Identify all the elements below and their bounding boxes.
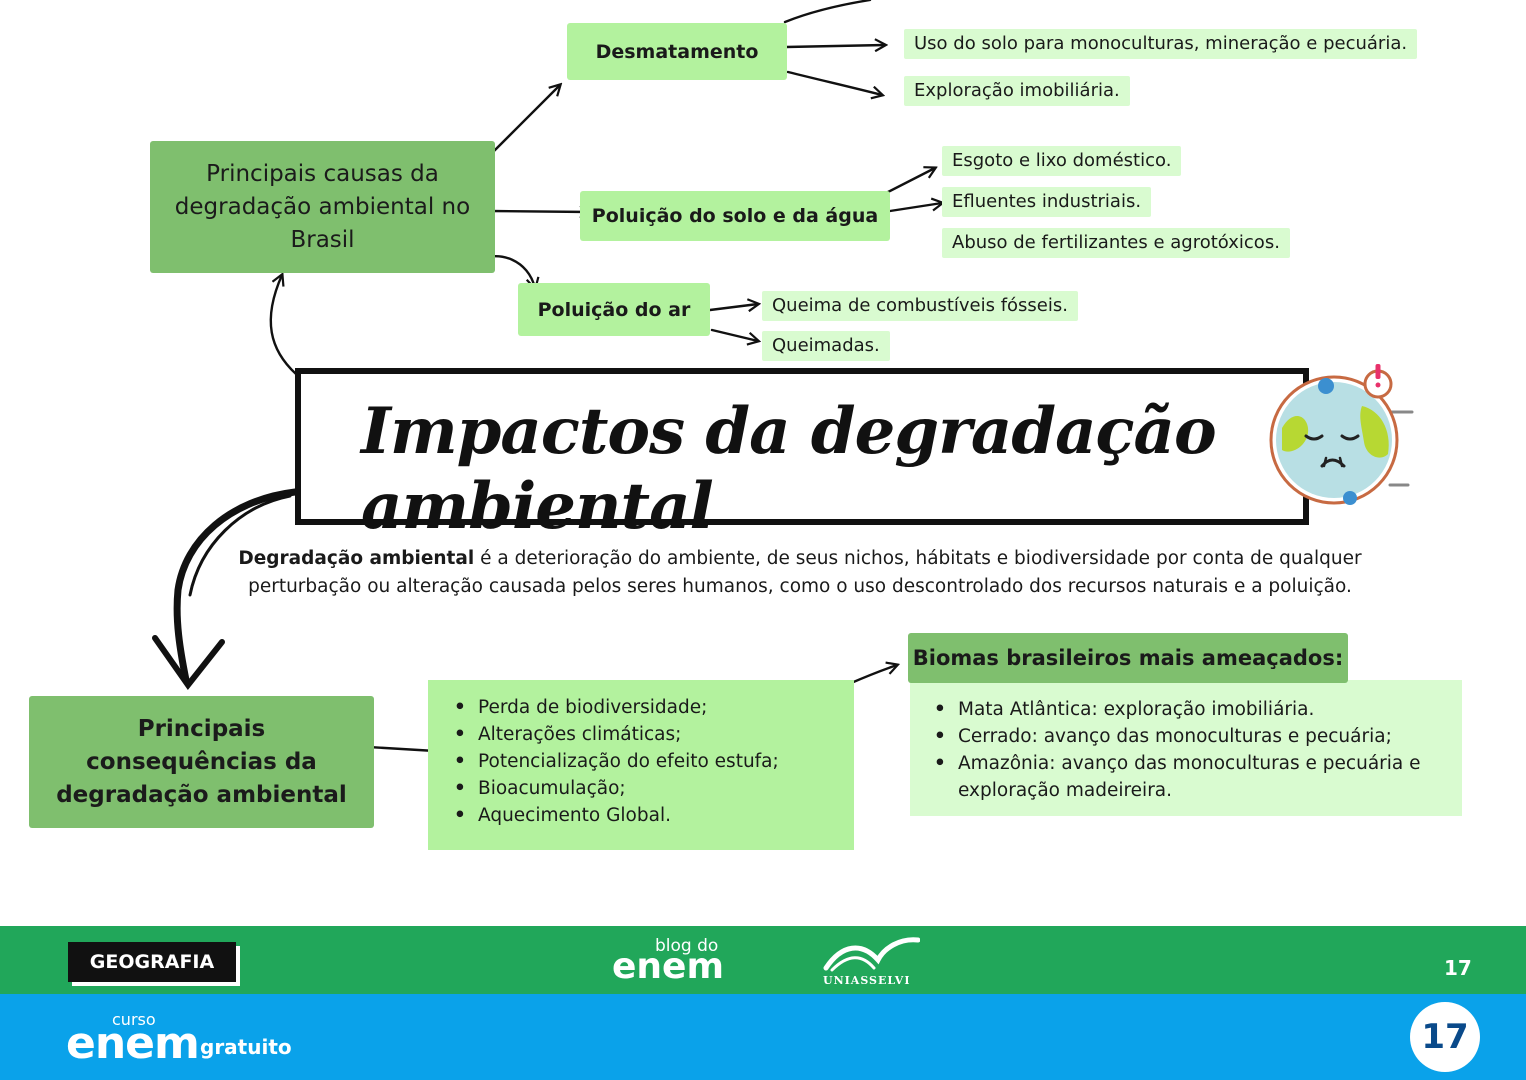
- definition-paragraph: Degradação ambiental é a deterioração do…: [230, 545, 1370, 601]
- blog-small-text: blog do: [655, 936, 719, 956]
- list-item: Mata Atlântica: exploração imobiliária.: [934, 696, 1452, 723]
- list-item: Aquecimento Global.: [454, 802, 854, 829]
- deforestation-item: Uso do solo para monoculturas, mineração…: [904, 29, 1418, 59]
- deforestation-label: Desmatamento: [595, 40, 759, 63]
- main-title: Impactos da degradação ambiental: [361, 394, 1217, 544]
- air-pollution-label: Poluição do ar: [537, 298, 691, 321]
- list-item: Amazônia: avanço das monoculturas e pecu…: [934, 750, 1452, 804]
- course-suffix-text: gratuito: [200, 1035, 292, 1059]
- list-item: Cerrado: avanço das monoculturas e pecuá…: [934, 723, 1452, 750]
- list-item: Bioacumulação;: [454, 775, 854, 802]
- soil-water-pollution-label: Poluição do solo e da água: [591, 205, 879, 227]
- biomes-title: Biomas brasileiros mais ameaçados:: [908, 633, 1348, 683]
- blog-enem-logo: enem: [612, 946, 724, 987]
- list-item: Perda de biodiversidade;: [454, 694, 854, 721]
- soil-water-item: Efluentes industriais.: [942, 187, 1152, 217]
- list-item: Alterações climáticas;: [454, 721, 854, 748]
- page-number-small: 17: [1444, 956, 1472, 980]
- main-title-box: Impactos da degradação ambiental: [295, 368, 1309, 544]
- sad-earth-icon: [1269, 364, 1399, 505]
- definition-text: é a deterioração do ambiente, de seus ni…: [248, 548, 1362, 597]
- deforestation-item: Exploração imobiliária.: [904, 76, 1130, 106]
- biomes-list: Mata Atlântica: exploração imobiliária. …: [910, 680, 1462, 816]
- uniasselvi-logo-icon: [823, 937, 920, 972]
- air-pollution-item: Queimadas.: [762, 331, 890, 361]
- soil-water-pollution-node: Poluição do solo e da água: [580, 191, 890, 241]
- consequences-node-label: Principais consequências da degradação a…: [56, 715, 347, 808]
- course-small-text: curso: [112, 1010, 156, 1029]
- deforestation-node: Desmatamento: [567, 23, 787, 80]
- definition-term: Degradação ambiental: [238, 548, 475, 569]
- page-number-badge: 17: [1410, 1002, 1480, 1072]
- causes-node-label: Principais causas da degradação ambienta…: [174, 160, 471, 253]
- air-pollution-node: Poluição do ar: [518, 283, 710, 336]
- list-item: Potencialização do efeito estufa;: [454, 748, 854, 775]
- partner-name: UNIASSELVI: [823, 974, 911, 987]
- causes-node: Principais causas da degradação ambienta…: [150, 141, 495, 273]
- footer-brand-bar: [0, 994, 1526, 1080]
- soil-water-item: Esgoto e lixo doméstico.: [942, 146, 1182, 176]
- air-pollution-item: Queima de combustíveis fósseis.: [762, 291, 1078, 321]
- consequences-node: Principais consequências da degradação a…: [29, 696, 374, 828]
- consequences-list: Perda de biodiversidade; Alterações clim…: [428, 680, 854, 850]
- subject-badge: GEOGRAFIA: [68, 942, 236, 982]
- course-enem-logo: enem: [66, 1018, 200, 1069]
- soil-water-item: Abuso de fertilizantes e agrotóxicos.: [942, 228, 1290, 258]
- footer-bar: [0, 926, 1526, 994]
